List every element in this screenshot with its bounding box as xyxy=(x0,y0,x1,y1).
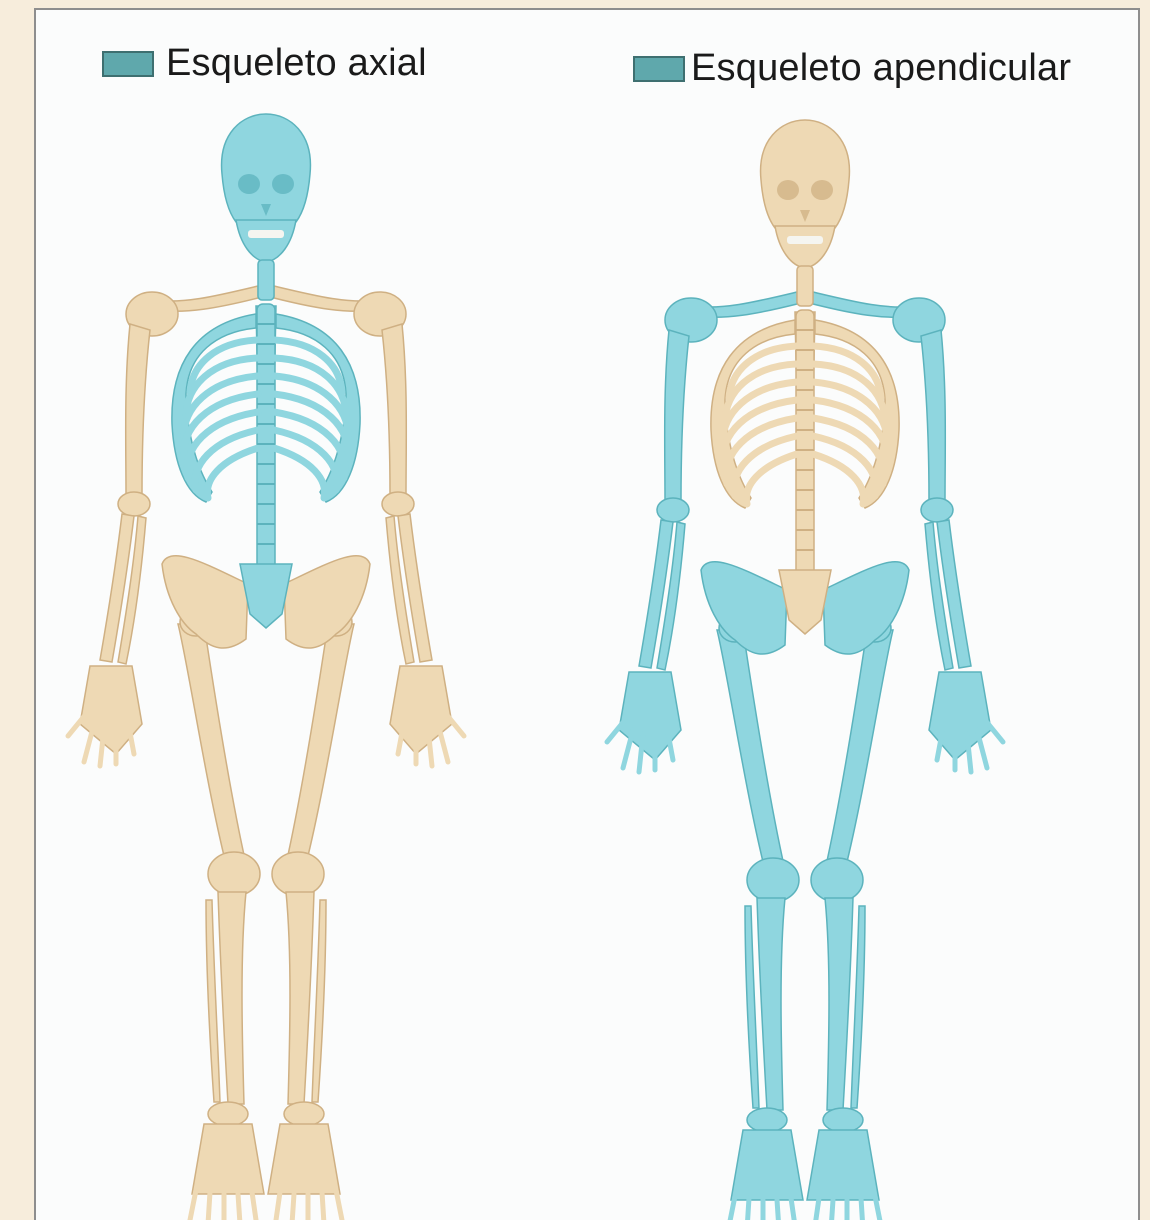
skeleton-appendicular xyxy=(607,120,1003,1220)
